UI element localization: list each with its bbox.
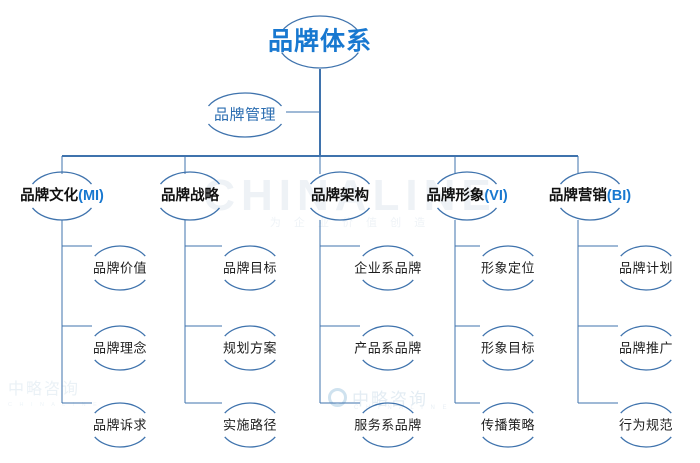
heading-label: 品牌架构 [311,187,369,204]
leaf-5-1: 品牌计划 [618,260,674,276]
leaf-1-1: 品牌价值 [92,260,148,276]
heading-label: 品牌战略 [161,187,219,204]
leaf-2-2: 规划方案 [222,340,278,356]
heading-tag: (MI) [78,187,104,204]
leaf-4-1: 形象定位 [480,260,536,276]
leaf-1-3: 品牌诉求 [92,417,148,433]
heading-1: 品牌文化(MI) [20,189,104,204]
leaf-3-3: 服务系品牌 [354,417,422,433]
heading-label: 品牌文化 [20,187,79,204]
leaf-2-1: 品牌目标 [222,260,278,276]
leaf-3-1: 企业系品牌 [354,260,422,276]
leaf-4-3: 传播策略 [480,417,536,433]
heading-4: 品牌形象(VI) [426,189,507,204]
leaf-4-2: 形象目标 [480,340,536,356]
node-brand-management: 品牌管理 [213,106,277,124]
heading-3: 品牌架构 [311,189,369,204]
heading-label: 品牌营销 [548,187,607,204]
leaf-1-2: 品牌理念 [92,340,148,356]
leaf-5-2: 品牌推广 [618,340,674,356]
heading-tag: (VI) [484,187,508,204]
leaf-5-3: 行为规范 [618,417,674,433]
heading-tag: (BI) [606,187,632,204]
leaf-3-2: 产品系品牌 [354,340,422,356]
root-node-title: 品牌体系 [267,27,373,56]
heading-2: 品牌战略 [161,189,219,204]
leaf-2-3: 实施路径 [222,417,278,433]
heading-label: 品牌形象 [426,187,485,204]
heading-5: 品牌营销(BI) [549,189,631,204]
